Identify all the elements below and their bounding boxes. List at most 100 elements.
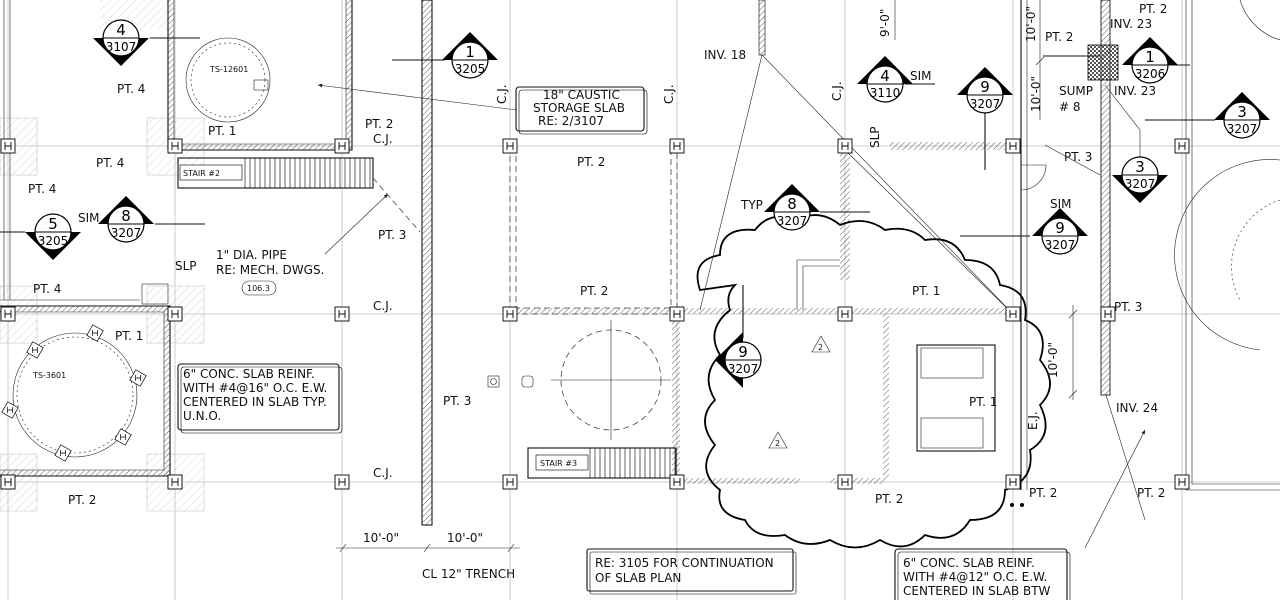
column-marker (502, 306, 518, 322)
pt2-label: PT. 2 (875, 492, 903, 506)
column-marker (837, 306, 853, 322)
dimension-lines (336, 0, 1078, 553)
dimension-text: 10'-0" (1046, 342, 1060, 378)
svg-text:WITH #4@16" O.C. E.W.: WITH #4@16" O.C. E.W. (183, 381, 327, 395)
sump-number: # 8 (1059, 100, 1081, 114)
section-tag-number: 1 (1145, 48, 1155, 66)
column-marker (0, 306, 16, 322)
inv-label: INV. 24 (1116, 401, 1158, 415)
sim-label: SIM (1050, 197, 1072, 211)
section-tag-number: 8 (787, 195, 797, 213)
section-tag-number: 4 (116, 21, 126, 39)
section-tag-number: 1 (465, 43, 475, 61)
pt4-label: PT. 4 (28, 182, 56, 196)
stair-2: STAIR #2 (177, 157, 374, 189)
column-marker (1005, 306, 1021, 322)
slp-label: SLP (175, 259, 197, 273)
slab-walls (0, 0, 1280, 526)
dimension-text: 10'-0" (447, 531, 483, 545)
section-tag-sheet: 3107 (106, 40, 137, 54)
section-tag-sheet: 3110 (870, 86, 901, 100)
column-marker (167, 474, 183, 490)
pt1-label: PT. 1 (115, 329, 143, 343)
pt3-label: PT. 3 (1064, 150, 1092, 164)
dimension-text: 10'-0" (1024, 6, 1038, 42)
sim-label: SIM (910, 69, 932, 83)
section-tag-sheet: 3207 (970, 97, 1001, 111)
column-marker (0, 138, 16, 154)
anchor-marker (114, 428, 132, 446)
drawing-labels: PT. 4 PT. 4 PT. 4 PT. 4 PT. 1 PT. 1 PT. … (28, 2, 1167, 581)
equipment-symbols (141, 79, 1024, 507)
section-tag-number: 9 (1055, 219, 1065, 237)
anchor-marker (1, 401, 19, 419)
column-marker (837, 474, 853, 490)
cj-label-vertical: C.J. (830, 81, 844, 101)
pt2-label: PT. 2 (1045, 30, 1073, 44)
column-marker (334, 306, 350, 322)
pt3-label: PT. 3 (443, 394, 471, 408)
section-tag-sheet: 3207 (728, 362, 759, 376)
pt2-label: PT. 2 (1139, 2, 1167, 16)
pt3-label: PT. 3 (378, 228, 406, 242)
section-tag-sheet: 3207 (1045, 238, 1076, 252)
pt4-label: PT. 4 (117, 82, 145, 96)
note-slab-reinforcement-2: 6" CONC. SLAB REINF. WITH #4@12" O.C. E.… (894, 548, 1071, 600)
pt2-label: PT. 2 (577, 155, 605, 169)
column-marker (1174, 138, 1190, 154)
svg-text:STORAGE SLAB: STORAGE SLAB (533, 101, 625, 115)
column-marker (167, 306, 183, 322)
section-tag-sheet: 3207 (777, 214, 808, 228)
column-marker (1005, 474, 1021, 490)
leader-lines (317, 54, 1146, 549)
section-tag-sheet: 3205 (455, 62, 486, 76)
pt2-label: PT. 2 (365, 117, 393, 131)
anchor-marker (86, 324, 104, 342)
column-marker (334, 138, 350, 154)
section-tag-number: 3 (1135, 158, 1145, 176)
pipe-note-ref: RE: MECH. DWGS. (216, 263, 324, 277)
dimension-text: 9'-0" (878, 9, 892, 37)
inv-label: INV. 23 (1114, 84, 1156, 98)
column-marker (334, 474, 350, 490)
stair-2-label: STAIR #2 (183, 169, 220, 178)
anchor-marker (54, 444, 72, 462)
ej-label: E.J. (1026, 411, 1040, 430)
svg-text:6" CONC. SLAB REINF.: 6" CONC. SLAB REINF. (183, 367, 315, 381)
pt3-label: PT. 3 (1114, 300, 1142, 314)
cj-label: C.J. (373, 299, 393, 313)
pt2-label: PT. 2 (1029, 486, 1057, 500)
section-tag-number: 9 (738, 343, 748, 361)
sim-label: SIM (78, 211, 100, 225)
column-marker (167, 138, 183, 154)
inv-label: INV. 18 (704, 48, 746, 62)
section-tag-sheet: 3205 (38, 234, 69, 248)
pt1-label: PT. 1 (912, 284, 940, 298)
tank-label: TS-3601 (32, 371, 66, 380)
section-tag-sheet: 3207 (1227, 122, 1258, 136)
note-slab-reinforcement: 6" CONC. SLAB REINF. WITH #4@16" O.C. E.… (177, 363, 343, 434)
column-marker (502, 474, 518, 490)
section-tag-sheet: 3206 (1135, 67, 1166, 81)
cj-label-vertical: C.J. (495, 84, 509, 104)
section-tag-number: 8 (121, 207, 131, 225)
svg-text:CENTERED IN SLAB BTW: CENTERED IN SLAB BTW (903, 584, 1051, 598)
svg-text:6" CONC. SLAB REINF.: 6" CONC. SLAB REINF. (903, 556, 1035, 570)
column-marker (669, 474, 685, 490)
section-tag-number: 9 (980, 78, 990, 96)
section-tag-sheet: 3207 (1125, 177, 1156, 191)
pt2-label: PT. 2 (68, 493, 96, 507)
